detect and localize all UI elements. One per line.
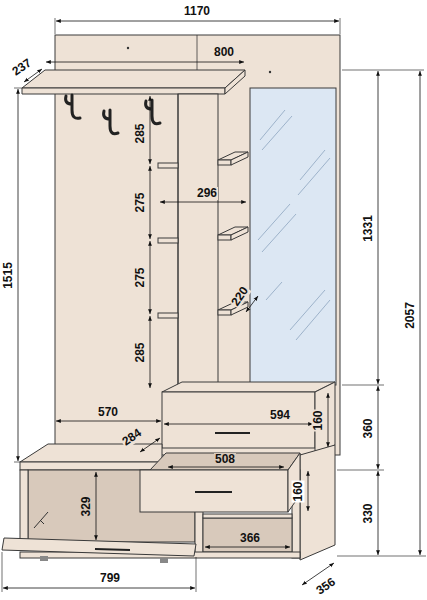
dimension-label: 360	[362, 417, 375, 439]
dimension-label: 296	[196, 187, 218, 200]
dimension-label: 275	[134, 266, 147, 288]
dimension-label: 366	[239, 532, 261, 545]
dimension-label: 329	[80, 495, 93, 517]
dimension-label: 799	[99, 572, 121, 585]
dimension-label: 330	[362, 502, 375, 524]
dimension-label: 2057	[403, 301, 416, 330]
dimension-label: 1170	[183, 5, 211, 18]
dimension-label: 508	[214, 453, 236, 466]
dimension-label: 160	[312, 409, 325, 431]
dimension-label: 160	[292, 480, 305, 502]
dimension-label: 237	[9, 55, 35, 78]
dimension-label: 356	[313, 574, 339, 597]
dimension-label: 570	[97, 406, 119, 419]
dimension-label: 1331	[361, 214, 374, 243]
dimension-label: 285	[134, 341, 147, 363]
dimension-label: 275	[134, 191, 147, 213]
dimension-label: 594	[269, 409, 291, 422]
dimension-label: 285	[134, 122, 147, 144]
dimension-label: 800	[213, 46, 235, 59]
dimension-label: 1515	[2, 261, 15, 290]
